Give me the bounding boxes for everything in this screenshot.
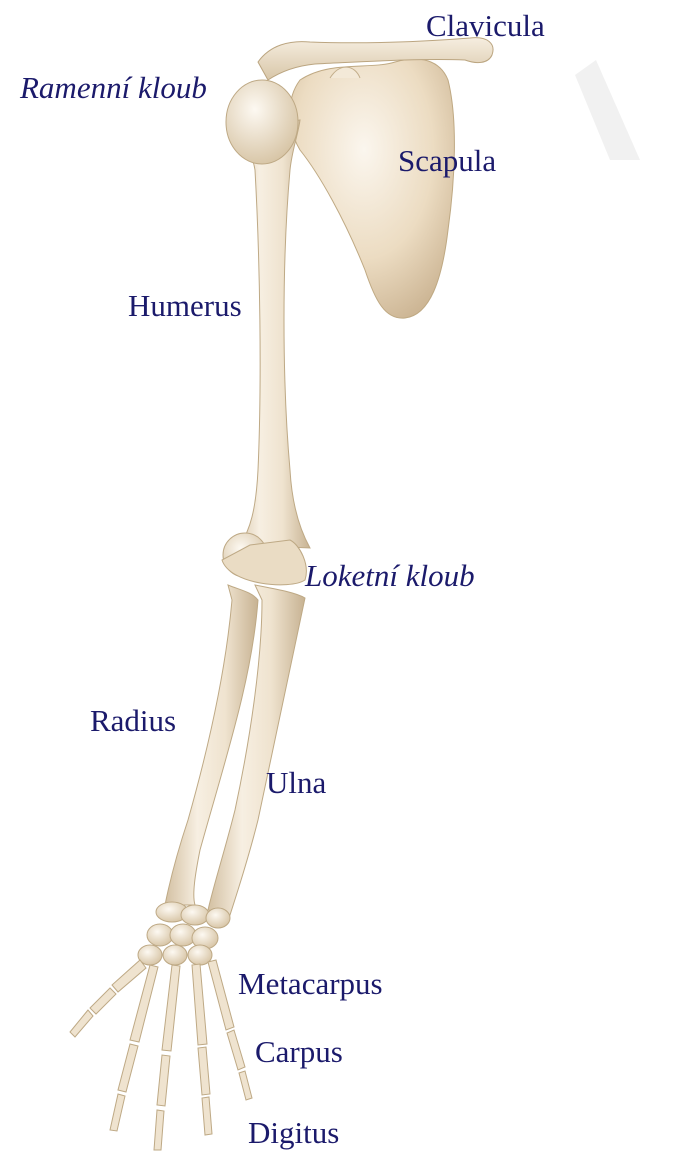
label-metacarpus: Metacarpus	[238, 968, 383, 999]
humerus-bone	[232, 120, 310, 548]
label-ulna: Ulna	[266, 767, 326, 798]
watermark-shape	[575, 60, 640, 160]
finger-bones	[70, 960, 252, 1150]
label-scapula: Scapula	[398, 145, 496, 176]
label-loketni-kloub: Loketní kloub	[305, 560, 475, 591]
scapula-bone	[290, 59, 455, 318]
label-clavicula: Clavicula	[426, 10, 545, 41]
label-radius: Radius	[90, 705, 176, 736]
label-ramenni-kloub: Ramenní kloub	[20, 72, 207, 103]
label-humerus: Humerus	[128, 290, 242, 321]
label-digitus: Digitus	[248, 1117, 339, 1148]
humeral-head	[226, 80, 298, 164]
carpal-bones	[138, 902, 230, 965]
label-carpus: Carpus	[255, 1036, 343, 1067]
